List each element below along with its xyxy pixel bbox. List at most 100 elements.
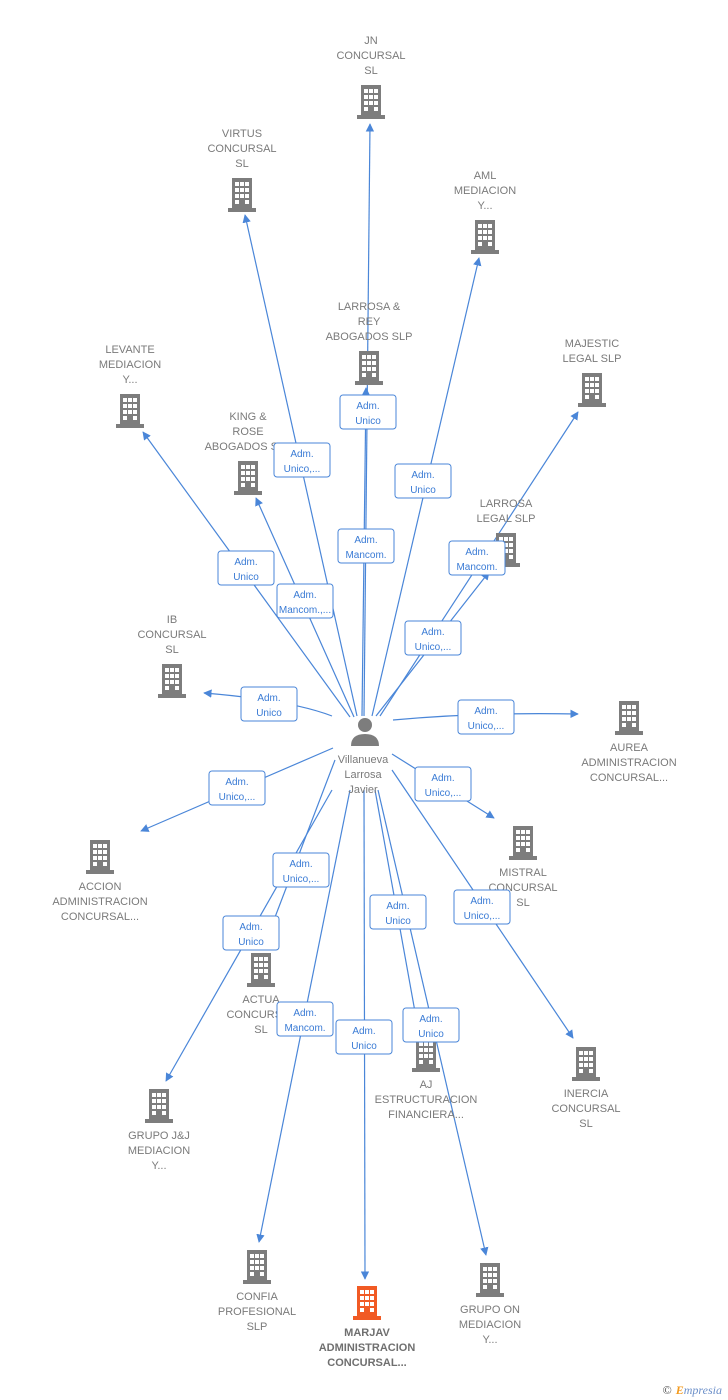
- company-name-line: KING &: [229, 411, 267, 423]
- company-name-line: MARJAV: [344, 1327, 390, 1339]
- building-icon: [357, 85, 385, 119]
- building-icon: [353, 1286, 381, 1320]
- building-icon: [234, 461, 262, 495]
- edge-label-box: [272, 852, 330, 888]
- edge-label-king-rose[interactable]: Adm.Mancom.,...: [276, 583, 334, 619]
- edge-label-confia[interactable]: Adm.Mancom.: [276, 1001, 334, 1037]
- edge-label-text: Unico: [233, 572, 259, 583]
- edge-label-levante[interactable]: Adm. Unico: [217, 550, 275, 586]
- edge-label-box: [337, 528, 395, 564]
- edge-label-box: [369, 894, 427, 930]
- edge-label-majestic[interactable]: Adm.Mancom.: [448, 540, 506, 576]
- person-name-line: Larrosa: [344, 769, 382, 781]
- company-node-aj[interactable]: AJESTRUCTURACIONFINANCIERA...: [375, 1038, 478, 1121]
- edge-label-larrosa-legal[interactable]: Adm.Unico,...: [404, 620, 462, 656]
- edge-label-jn[interactable]: Adm.Unico: [339, 394, 397, 430]
- company-name-line: MEDIACION: [128, 1145, 190, 1157]
- company-name-line: LEGAL SLP: [477, 513, 536, 525]
- edge-label-text: Unico: [238, 937, 264, 948]
- edge-label-box: [394, 463, 452, 499]
- edge-label-box: [276, 583, 334, 619]
- company-name-line: JN: [364, 35, 378, 47]
- edge-label-text: Adm.: [352, 1026, 375, 1037]
- company-node-aml[interactable]: AMLMEDIACIONY...: [454, 170, 516, 254]
- edge-label-box: [273, 442, 331, 478]
- company-name-line: CONFIA: [236, 1291, 278, 1303]
- edge-label-inercia[interactable]: Adm.Unico,...: [453, 889, 511, 925]
- company-name-line: REY: [358, 316, 381, 328]
- company-name-line: INERCIA: [564, 1088, 609, 1100]
- company-node-accion[interactable]: ACCIONADMINISTRACIONCONCURSAL...: [52, 840, 148, 923]
- edge-label-text: Unico: [418, 1029, 444, 1040]
- company-node-aurea[interactable]: AUREAADMINISTRACIONCONCURSAL...: [581, 701, 677, 784]
- company-node-levante[interactable]: LEVANTEMEDIACIONY...: [99, 344, 161, 428]
- edge-label-text: Adm.: [293, 590, 316, 601]
- company-name-line: SL: [579, 1118, 592, 1130]
- edge-label-text: Unico: [355, 416, 381, 427]
- company-name-line: CONCURSAL: [551, 1103, 620, 1115]
- edge-label-text: Unico: [385, 916, 411, 927]
- edge-label-text: Unico,...: [284, 464, 321, 475]
- company-name-line: Y...: [477, 200, 492, 212]
- company-name-line: ADMINISTRACION: [581, 757, 676, 769]
- company-name-line: CONCURSAL: [336, 50, 405, 62]
- edge-label-text: Adm.: [234, 557, 257, 568]
- edge-label-text: Unico,...: [415, 642, 452, 653]
- building-icon: [412, 1038, 440, 1072]
- company-name-line: PROFESIONAL: [218, 1306, 296, 1318]
- company-node-jn[interactable]: JN CONCURSAL SL: [336, 35, 406, 119]
- company-name-line: CONCURSAL: [137, 629, 206, 641]
- company-node-marjav[interactable]: MARJAVADMINISTRACIONCONCURSAL...: [319, 1286, 416, 1369]
- company-name-line: GRUPO ON: [460, 1304, 520, 1316]
- company-name-line: CONCURSAL...: [61, 911, 139, 923]
- company-name-line: ACTUA: [242, 994, 280, 1006]
- building-icon: [86, 840, 114, 874]
- edge-label-mistral[interactable]: Adm.Unico,...: [414, 766, 472, 802]
- edge-label-ib[interactable]: Adm.Unico: [240, 686, 298, 722]
- building-icon: [243, 1250, 271, 1284]
- edge-label-box: [448, 540, 506, 576]
- edge-label-text: Unico,...: [468, 721, 505, 732]
- building-icon: [615, 701, 643, 735]
- company-name-line: ABOGADOS SLP: [326, 331, 413, 343]
- company-name-line: AJ: [420, 1079, 433, 1091]
- edge-label-aml[interactable]: Adm. Unico: [394, 463, 452, 499]
- edge-label-actua[interactable]: Adm.Unico,...: [272, 852, 330, 888]
- edge-label-text: Adm.: [386, 901, 409, 912]
- edge-label-virtus[interactable]: Adm.Unico,...: [273, 442, 331, 478]
- footer-brand[interactable]: ©Empresia: [663, 1383, 722, 1398]
- edge-label-marjav[interactable]: Adm.Unico: [335, 1019, 393, 1055]
- edge-label-grupo-on[interactable]: Adm.Unico: [402, 1007, 460, 1043]
- company-node-grupo-on[interactable]: GRUPO ONMEDIACIONY...: [459, 1263, 521, 1346]
- edge-label-text: Unico: [410, 485, 436, 496]
- company-name-line: ROSE: [232, 426, 263, 438]
- company-node-grupo-jj[interactable]: GRUPO J&JMEDIACIONY...: [128, 1089, 190, 1172]
- edge-labels-layer: Adm.UnicoAdm.Unico,...Adm.UnicoAdm.Manco…: [208, 394, 515, 1055]
- edge-label-aj[interactable]: Adm. Unico: [369, 894, 427, 930]
- building-icon: [509, 826, 537, 860]
- edge-label-grupo-jj[interactable]: Adm.Unico: [222, 915, 280, 951]
- company-node-inercia[interactable]: INERCIA CONCURSAL SL: [551, 1047, 621, 1130]
- nodes-layer: VillanuevaLarrosaJavierJNCONCURSALSLVIRT…: [52, 35, 676, 1369]
- edge-label-accion[interactable]: Adm.Unico,...: [208, 770, 266, 806]
- edge-label-larrosa-rey[interactable]: Adm.Mancom.: [337, 528, 395, 564]
- building-icon: [471, 220, 499, 254]
- company-name-line: SL: [364, 65, 377, 77]
- edge-label-text: Adm.: [411, 470, 434, 481]
- company-name-line: ACCION: [79, 881, 122, 893]
- edge-label-aurea[interactable]: Adm.Unico,...: [457, 699, 515, 735]
- edge-label-text: Mancom.: [456, 562, 497, 573]
- person-name-line: Villanueva: [338, 754, 389, 766]
- brand-initial: E: [675, 1383, 684, 1397]
- edge-label-text: Unico,...: [425, 788, 462, 799]
- company-name-line: VIRTUS: [222, 128, 262, 140]
